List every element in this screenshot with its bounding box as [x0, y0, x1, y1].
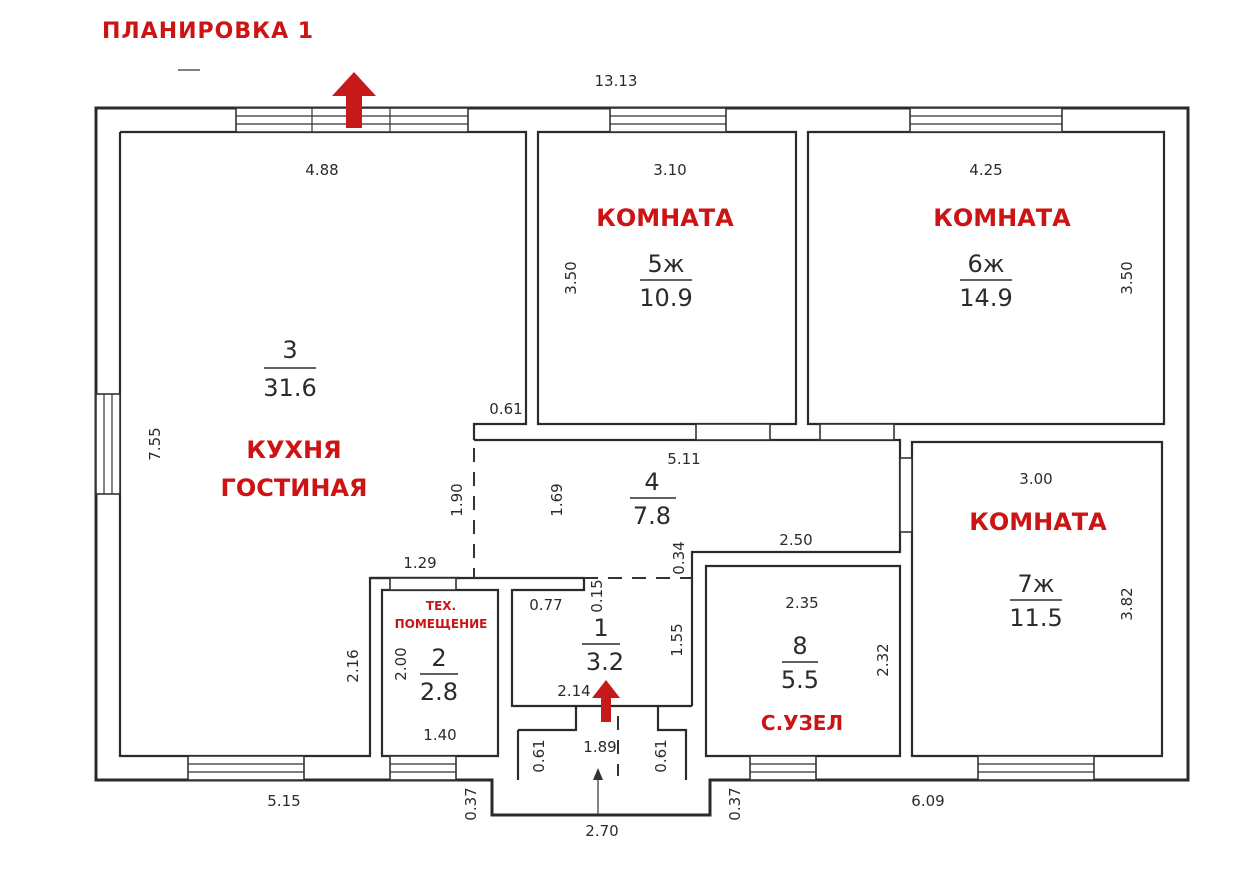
- dim-vest-077: 0.77: [529, 596, 562, 614]
- dimension-labels: 13.13 4.88 7.55 3.10 3.50 4.25 3.50 0.61…: [146, 72, 1136, 840]
- dim-overall-width: 13.13: [595, 72, 638, 90]
- room-label: КОМНАТА: [596, 204, 734, 232]
- room-area: 10.9: [639, 284, 692, 312]
- room-6: КОМНАТА 6ж 14.9: [933, 204, 1071, 312]
- dim-kitchen-lower: 2.16: [344, 649, 362, 682]
- porch-arrow-head: [593, 768, 603, 780]
- dim-tech-height: 2.00: [392, 647, 410, 680]
- room-2-tech: ТЕХ. ПОМЕЩЕНИЕ 2 2.8: [395, 599, 488, 706]
- room-area: 14.9: [959, 284, 1012, 312]
- room-area: 31.6: [263, 374, 316, 402]
- room-label: КОМНАТА: [969, 508, 1107, 536]
- dim-porch-037-left: 0.37: [462, 787, 480, 820]
- room-8-bathroom: 8 5.5 С.УЗЕЛ: [761, 632, 843, 735]
- entrance-arrow-top: [332, 72, 376, 128]
- dim-hall-offset: 0.34: [670, 541, 688, 574]
- dim-room7-width: 3.00: [1019, 470, 1052, 488]
- room-number: 8: [792, 632, 807, 660]
- room-area: 7.8: [633, 502, 671, 530]
- dim-porch-061-left: 0.61: [530, 739, 548, 772]
- room-area: 2.8: [420, 678, 458, 706]
- plan-title: ПЛАНИРОВКА 1: [102, 19, 314, 44]
- room-area: 5.5: [781, 666, 819, 694]
- room-number: 5ж: [648, 250, 685, 278]
- dim-room5-width: 3.10: [653, 161, 686, 179]
- room-label: ГОСТИНАЯ: [221, 474, 368, 502]
- dim-bath-top: 2.50: [779, 531, 812, 549]
- dim-hall-height-inner: 1.69: [548, 483, 566, 516]
- dim-porch-061-right: 0.61: [652, 739, 670, 772]
- dim-porch-037-right: 0.37: [726, 787, 744, 820]
- dim-tech-bottom: 1.40: [423, 726, 456, 744]
- dim-room6-height: 3.50: [1118, 261, 1136, 294]
- room-label: ПОМЕЩЕНИЕ: [395, 617, 488, 631]
- dim-kitchen-height: 7.55: [146, 427, 164, 460]
- dim-room7-height: 3.82: [1118, 587, 1136, 620]
- room-area: 11.5: [1009, 604, 1062, 632]
- room-4-hall: 4 7.8: [630, 468, 676, 530]
- dim-bottom-right: 6.09: [911, 792, 944, 810]
- dim-kitchen-width: 4.88: [305, 161, 338, 179]
- room-area: 3.2: [586, 648, 624, 676]
- room-number: 7ж: [1018, 570, 1055, 598]
- dim-room5-height: 3.50: [562, 261, 580, 294]
- room-label: КУХНЯ: [246, 436, 341, 464]
- room-kitchen-living: 3 31.6 КУХНЯ ГОСТИНАЯ: [221, 336, 368, 502]
- dim-porch-189: 1.89: [583, 738, 616, 756]
- dim-tech-top: 1.29: [403, 554, 436, 572]
- dim-bath-height: 2.32: [874, 643, 892, 676]
- room-number: 3: [282, 336, 297, 364]
- room-label: КОМНАТА: [933, 204, 1071, 232]
- dim-wall-0-61: 0.61: [489, 400, 522, 418]
- dim-room6-width: 4.25: [969, 161, 1002, 179]
- dim-porch-width: 2.70: [585, 822, 618, 840]
- room-label: С.УЗЕЛ: [761, 711, 843, 735]
- dim-hall-height-left: 1.90: [448, 483, 466, 516]
- dim-vest-214: 2.14: [557, 682, 590, 700]
- dim-hall-width: 5.11: [667, 450, 700, 468]
- room-number: 2: [431, 644, 446, 672]
- room-number: 1: [593, 614, 608, 642]
- dim-vest-015: 0.15: [588, 579, 606, 612]
- room-7: КОМНАТА 7ж 11.5: [969, 508, 1107, 632]
- room-label: ТЕХ.: [426, 599, 456, 613]
- room-1-vestibule: 1 3.2: [582, 614, 624, 676]
- dim-bottom-left: 5.15: [267, 792, 300, 810]
- dim-vest-155: 1.55: [668, 623, 686, 656]
- room-5: КОМНАТА 5ж 10.9: [596, 204, 734, 312]
- room-number: 6ж: [968, 250, 1005, 278]
- entrance-arrow-porch: [592, 680, 620, 722]
- room-number: 4: [644, 468, 659, 496]
- dim-bath-width: 2.35: [785, 594, 818, 612]
